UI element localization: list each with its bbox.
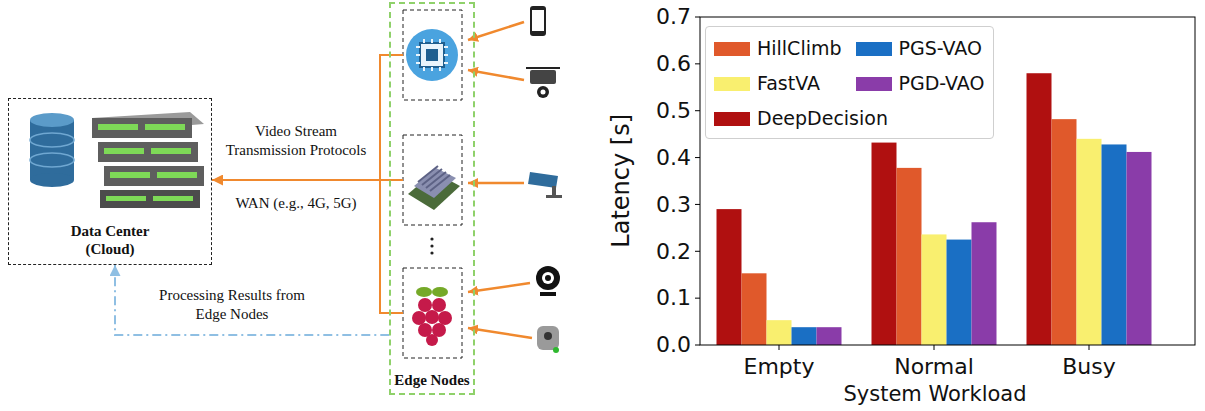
axis-title: System Workload <box>843 382 1026 406</box>
y-tick <box>695 110 700 111</box>
legend-text: PGS-VAO <box>899 38 982 60</box>
legend-swatch <box>856 42 892 56</box>
edge-label: Processing Results from Edge Nodes <box>142 286 322 324</box>
category-label: Normal <box>894 354 974 379</box>
legend-swatch <box>714 42 750 56</box>
x-tick <box>779 345 780 350</box>
board-icon <box>408 166 460 210</box>
bar <box>717 209 742 345</box>
database-icon <box>30 113 74 187</box>
chip-icon <box>406 29 458 81</box>
node-title: Edge Nodes <box>394 371 469 389</box>
bar <box>767 320 792 345</box>
y-tick <box>695 298 700 299</box>
category-label: Busy <box>1062 354 1116 379</box>
legend-swatch <box>714 112 750 126</box>
edge-label: Video Stream Transmission Protocols <box>221 122 371 160</box>
tick-label: 0.3 <box>656 192 691 217</box>
device-box <box>403 10 462 100</box>
y-tick <box>695 204 700 205</box>
node-text-wrap: Edge Nodes <box>391 371 472 389</box>
x-tick <box>934 345 935 350</box>
tick-label: 0.0 <box>656 332 691 357</box>
cctv-icon <box>528 172 562 198</box>
bar <box>817 327 842 345</box>
bar <box>872 143 897 345</box>
node-box: Data Center (Cloud) <box>8 98 212 265</box>
tick-label: 0.7 <box>656 4 691 29</box>
bar <box>897 168 922 345</box>
connector <box>212 179 389 181</box>
bar <box>1077 139 1102 345</box>
drone-camera-icon <box>526 68 560 98</box>
y-tick <box>695 345 700 346</box>
device-arrows <box>468 22 532 338</box>
legend-text: PGD-VAO <box>899 73 985 95</box>
tick-label: 0.2 <box>656 239 691 264</box>
edge-note: WAN (e.g., 4G, 5G) <box>235 195 356 212</box>
node-box: Edge Nodes <box>389 2 474 395</box>
robot-icon <box>537 326 559 353</box>
legend-box: HillClimb PGS-VAO FastVA PGD-VAO DeepDecisio… <box>705 26 994 139</box>
ellipsis-dots <box>430 237 433 254</box>
legend-text: DeepDecision <box>757 108 888 130</box>
bar <box>1027 73 1052 345</box>
tick-label: 0.6 <box>656 51 691 76</box>
bar <box>742 273 767 345</box>
raspberry-pi-icon <box>412 287 452 346</box>
legend-swatch <box>714 77 750 91</box>
plot-frame <box>700 17 1195 345</box>
bar <box>922 234 947 345</box>
webcam-icon <box>536 266 560 296</box>
node-text-wrap: Data Center (Cloud) <box>9 222 211 258</box>
connector <box>115 265 389 335</box>
y-tick <box>695 157 700 158</box>
bar <box>972 222 997 345</box>
bar <box>947 240 972 345</box>
bar <box>792 327 817 345</box>
y-tick <box>695 17 700 18</box>
legend-text: FastVA <box>757 73 820 95</box>
y-tick <box>695 251 700 252</box>
axis-title: Latency [s] <box>608 114 636 248</box>
device-box <box>403 268 462 358</box>
device-box <box>403 135 462 225</box>
y-tick <box>695 63 700 64</box>
node-title: Data Center (Cloud) <box>51 222 169 258</box>
phone-icon <box>530 6 546 36</box>
category-label: Empty <box>744 354 815 379</box>
tick-label: 0.5 <box>656 98 691 123</box>
tick-label: 0.4 <box>656 145 691 170</box>
bar <box>1127 152 1152 345</box>
bracket-wire <box>380 55 403 313</box>
server-rack-icon <box>92 112 204 208</box>
bar <box>1052 119 1077 345</box>
legend-swatch <box>856 77 892 91</box>
bar <box>1102 144 1127 345</box>
x-tick <box>1089 345 1090 350</box>
tick-label: 0.1 <box>656 285 691 310</box>
legend-text: HillClimb <box>757 38 842 60</box>
